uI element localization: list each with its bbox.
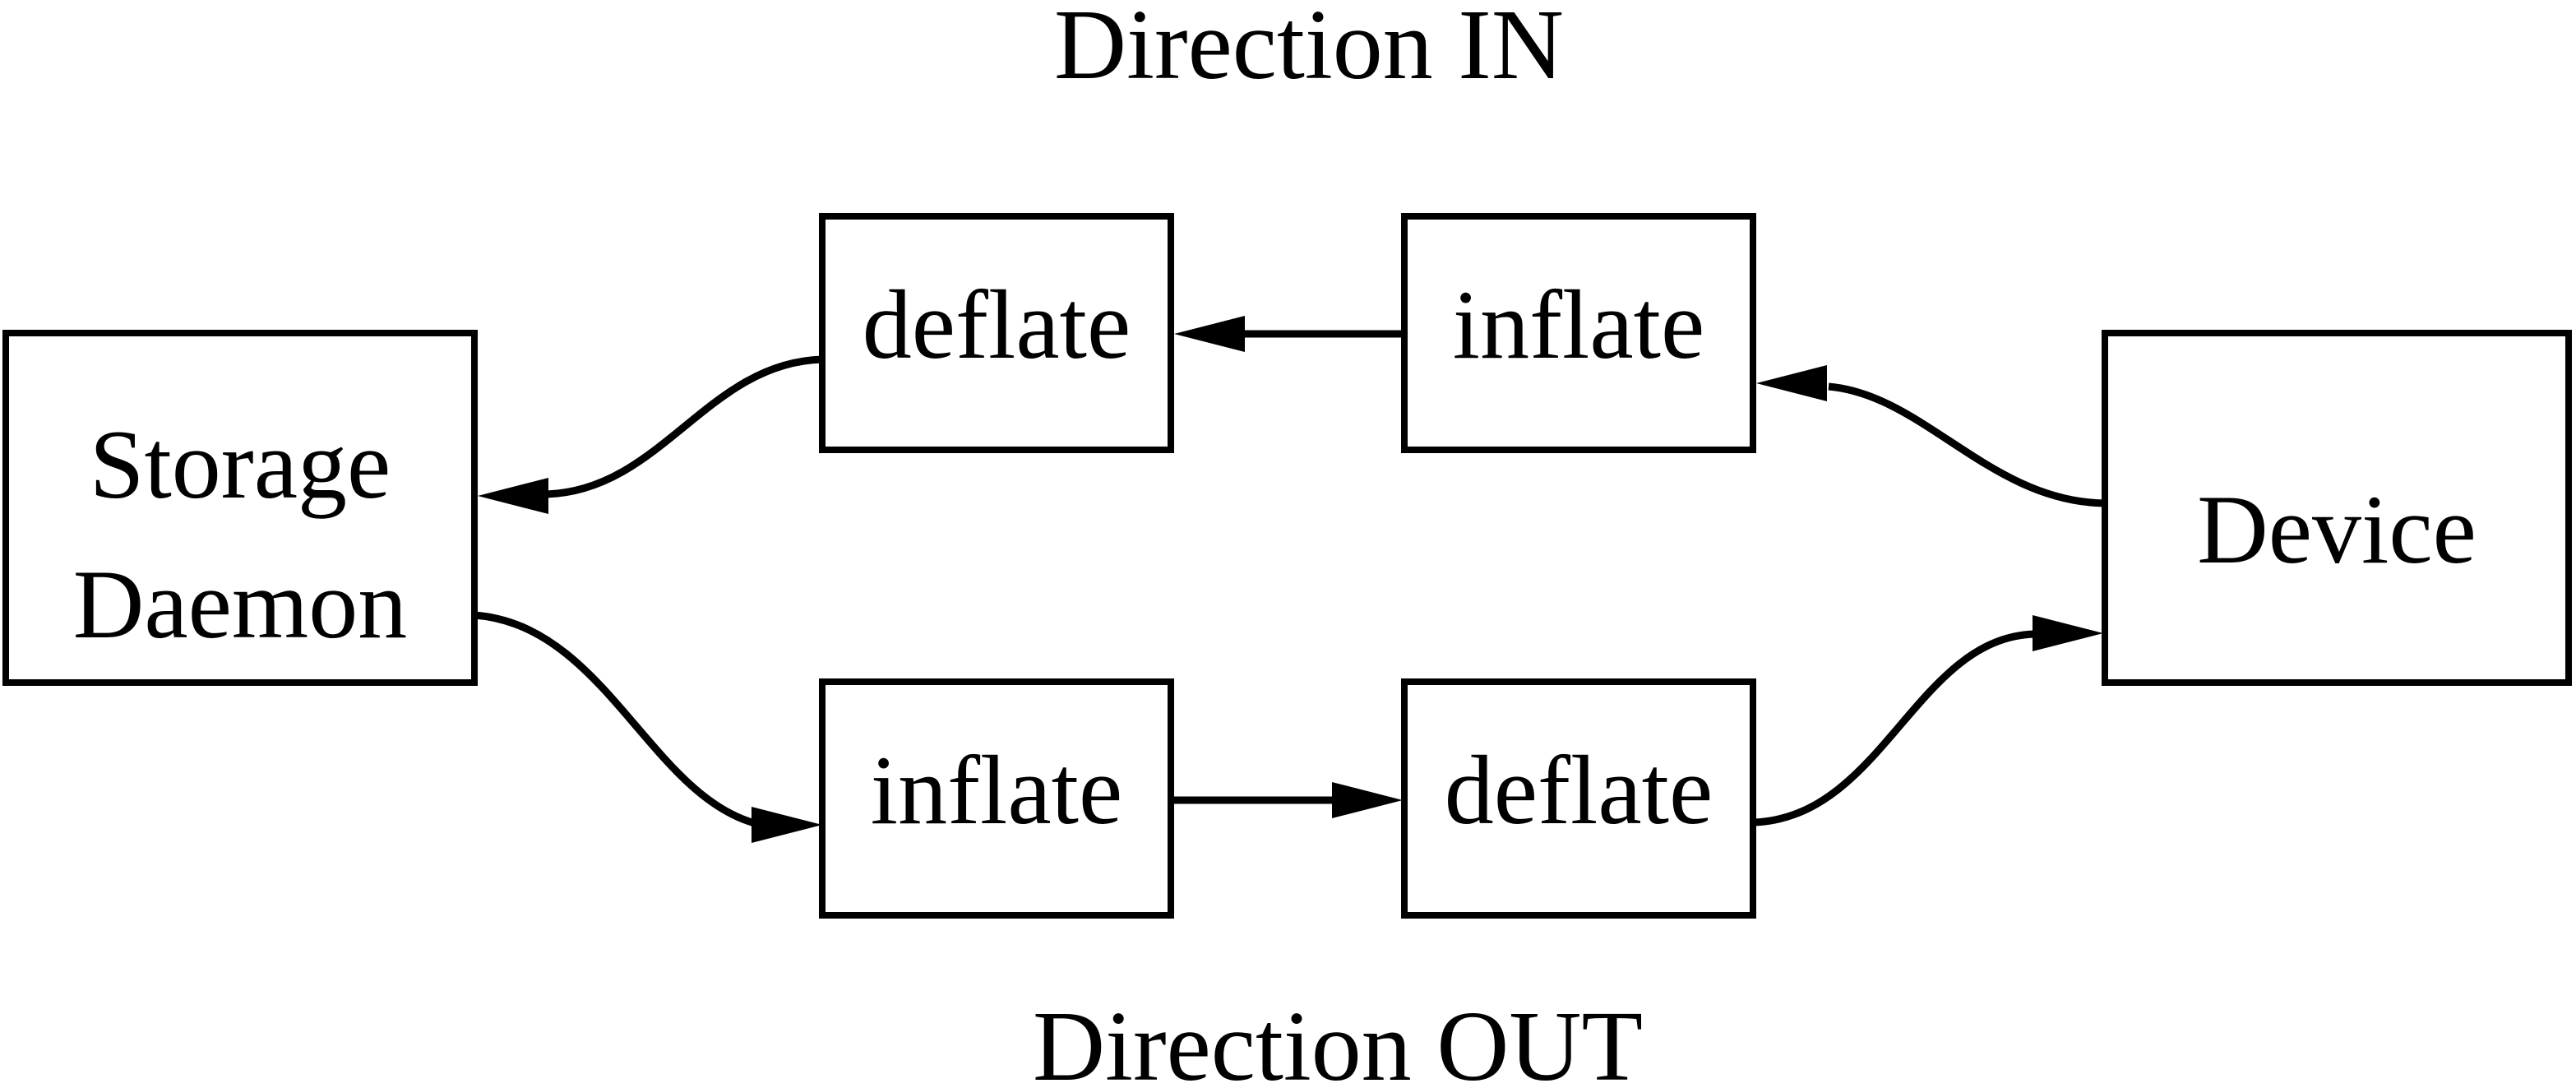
title-direction-in: Direction IN bbox=[1054, 0, 1564, 100]
in-deflate-label: deflate bbox=[863, 270, 1131, 379]
edge-in-deflate-to-storage-daemon bbox=[546, 355, 823, 498]
edge-storage-daemon-to-out-inflate bbox=[474, 611, 756, 827]
node-out-deflate-box bbox=[1401, 678, 1756, 919]
in-inflate-label: inflate bbox=[1453, 270, 1705, 379]
edge-out-deflate-to-device bbox=[1753, 630, 2035, 826]
arrowhead-into-out-deflate bbox=[1332, 782, 1403, 818]
arrowhead-into-in-inflate bbox=[1756, 365, 1827, 401]
edge-device-to-in-inflate bbox=[1828, 382, 2106, 507]
arrowhead-into-in-deflate bbox=[1174, 316, 1245, 352]
out-inflate-label: inflate bbox=[871, 735, 1123, 845]
node-in-inflate-box bbox=[1401, 213, 1756, 453]
out-deflate-label: deflate bbox=[1445, 735, 1713, 845]
arrowhead-into-device bbox=[2033, 615, 2103, 651]
storage-daemon-label-line1: Storage bbox=[90, 410, 391, 519]
title-direction-out: Direction OUT bbox=[1033, 991, 1643, 1088]
node-device-box bbox=[2102, 330, 2572, 686]
node-storage-daemon-box bbox=[2, 330, 478, 686]
node-in-deflate-box bbox=[819, 213, 1174, 453]
storage-daemon-label-line2: Daemon bbox=[73, 549, 408, 659]
device-label: Device bbox=[2197, 475, 2477, 584]
arrowhead-into-out-inflate bbox=[752, 807, 822, 843]
arrowhead-into-storage-daemon bbox=[478, 478, 548, 514]
